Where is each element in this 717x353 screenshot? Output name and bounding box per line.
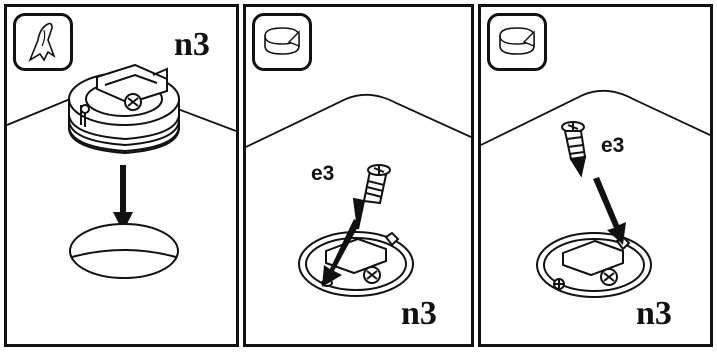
screw-label: e3 <box>311 163 334 184</box>
step-panel-2: e3 n3 <box>243 4 474 347</box>
drilled-hole <box>70 224 178 278</box>
part-label: n3 <box>401 297 437 331</box>
insert-arrow <box>113 165 133 232</box>
screw <box>354 165 390 229</box>
hand-icon <box>16 16 70 68</box>
installed-cam-fitting <box>537 233 651 297</box>
step-panel-3: e3 n3 <box>478 4 713 347</box>
rotate-icon <box>490 16 544 68</box>
rotate-icon-box <box>252 13 312 71</box>
part-label: n3 <box>174 28 210 62</box>
part-label: n3 <box>636 297 672 331</box>
hand-icon-box <box>13 13 73 71</box>
rotate-icon-box <box>487 13 547 71</box>
installed-cam-fitting <box>299 232 413 296</box>
rotate-icon <box>255 16 309 68</box>
screw <box>562 122 585 175</box>
screw-label: e3 <box>601 135 624 156</box>
cam-fitting <box>69 65 179 153</box>
step-panel-1: n3 <box>4 4 239 347</box>
